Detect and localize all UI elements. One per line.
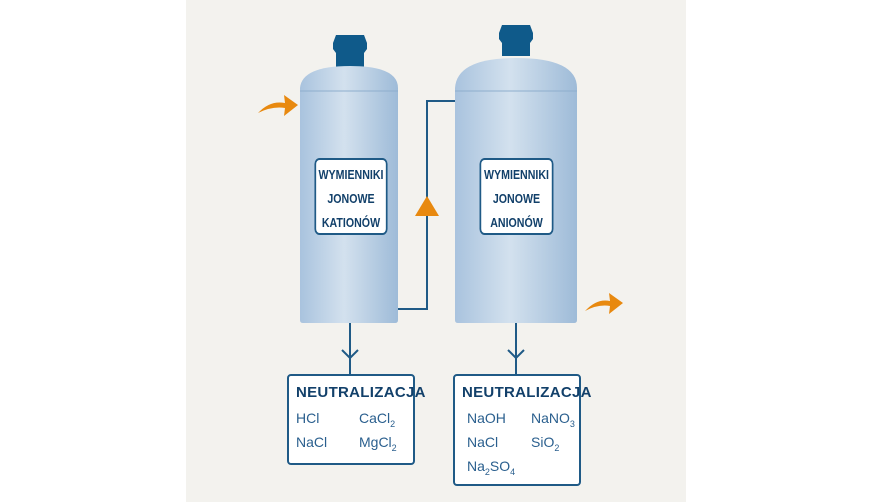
box-title: NEUTRALIZACJA [296,384,426,401]
chemical: Na2SO4 [467,458,516,477]
cation-tank-label: WYMIENNIKI JONOWE KATIONÓW [314,158,388,235]
label-line: WYMIENNIKI [484,168,549,182]
drain-right [507,323,525,374]
flow-up-arrow-icon [415,196,439,216]
diagram-background [186,0,686,502]
chemical: NaCl [296,434,328,450]
chemical: CaCl2 [359,410,396,429]
chemical: NaCl [467,434,499,450]
outlet-arrow-icon [585,293,623,314]
label-line: KATIONÓW [321,216,381,230]
drain-left [341,323,359,374]
chemical: HCl [296,410,320,426]
box-title: NEUTRALIZACJA [462,384,592,401]
label-line: JONOWE [492,192,541,206]
neutralization-box-left: NEUTRALIZACJA HCl CaCl2 NaCl MgCl2 [287,374,425,465]
tank-cap [499,25,533,56]
label-line: ANIONÓW [490,216,543,230]
neutralization-box-right: NEUTRALIZACJA NaOH NaNO3 NaCl SiO2 Na2SO… [453,374,591,486]
tank-cap [333,35,367,67]
chemical: MgCl2 [359,434,397,453]
anion-tank-label: WYMIENNIKI JONOWE ANIONÓW [479,158,554,235]
label-line: WYMIENNIKI [318,168,384,182]
chemical: NaNO3 [531,410,575,429]
label-line: JONOWE [327,192,375,206]
chemical: SiO2 [531,434,560,453]
chemical: NaOH [467,410,506,426]
inlet-arrow-icon [258,95,298,116]
